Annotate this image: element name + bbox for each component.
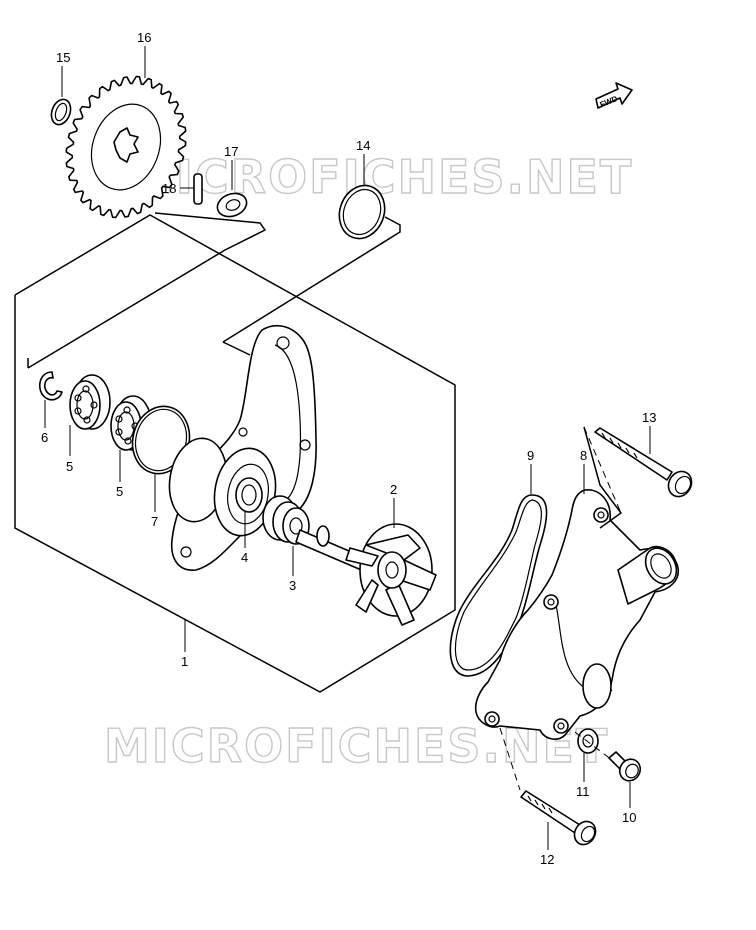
callout-13: 13 — [642, 410, 656, 425]
impeller-part-2 — [295, 523, 437, 626]
leader-lines — [44, 46, 651, 850]
callout-3: 3 — [289, 578, 296, 593]
gear-part-16 — [65, 75, 187, 219]
callout-18: 18 — [162, 181, 176, 196]
bolt-part-10 — [608, 751, 642, 782]
snap-ring-part-15 — [50, 98, 72, 126]
oil-seal-part-4 — [235, 477, 263, 513]
washer-part-17 — [216, 192, 248, 218]
bearing-part-5a — [69, 374, 111, 430]
assembly-frame — [14, 212, 456, 693]
callout-16: 16 — [137, 30, 151, 45]
bolt-part-12 — [520, 790, 597, 846]
callout-12: 12 — [540, 852, 554, 867]
callout-15: 15 — [56, 50, 70, 65]
bolt-part-13 — [594, 427, 693, 498]
callout-17: 17 — [224, 144, 238, 159]
callout-5b: 5 — [116, 484, 123, 499]
callout-6: 6 — [41, 430, 48, 445]
pump-case-part-8 — [474, 489, 680, 740]
circlip-part-6 — [39, 371, 63, 401]
callout-14: 14 — [356, 138, 370, 153]
callout-7: 7 — [151, 514, 158, 529]
gasket-part-9 — [449, 494, 548, 677]
callout-4: 4 — [241, 550, 248, 565]
o-ring-part-14 — [338, 184, 386, 240]
callout-10: 10 — [622, 810, 636, 825]
callout-5a: 5 — [66, 459, 73, 474]
callout-1: 1 — [181, 654, 188, 669]
callout-2: 2 — [390, 482, 397, 497]
pin-part-18 — [193, 173, 203, 205]
callout-8: 8 — [580, 448, 587, 463]
washer-part-11 — [577, 728, 599, 754]
callout-9: 9 — [527, 448, 534, 463]
fwd-arrow-icon: FWD — [595, 82, 633, 109]
callout-11: 11 — [576, 784, 590, 799]
mechanical-seal-part-3 — [262, 495, 310, 545]
